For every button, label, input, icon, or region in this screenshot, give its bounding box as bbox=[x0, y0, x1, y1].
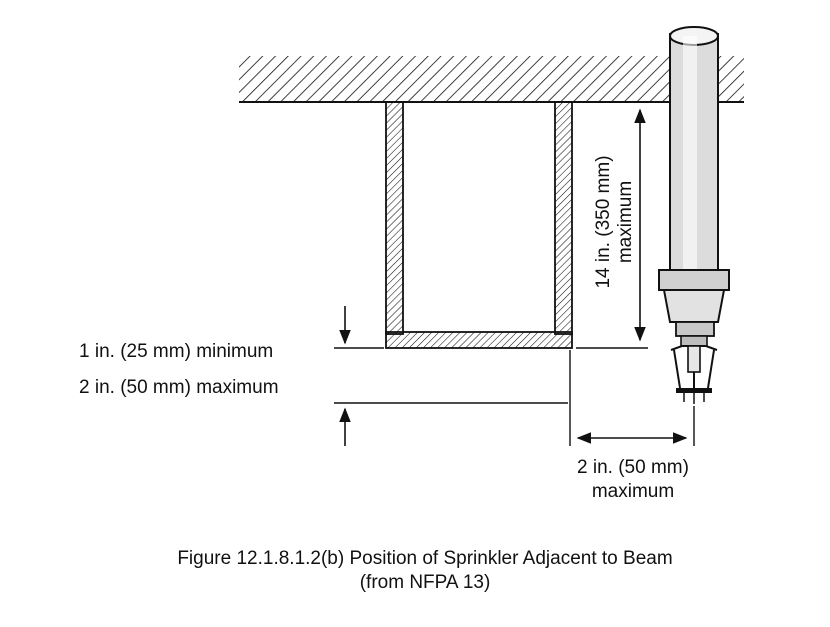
dimension-horizontal bbox=[569, 350, 695, 446]
ceiling bbox=[239, 56, 744, 103]
sprinkler-fitting bbox=[658, 269, 730, 337]
sprinkler-head-icon bbox=[670, 335, 718, 404]
beam-depth-label-top: 14 in. (350 mm) bbox=[593, 155, 614, 288]
horizontal-label-top: 2 in. (50 mm) bbox=[577, 457, 689, 478]
sprinkler-pipe bbox=[669, 26, 719, 273]
dimension-beam-depth bbox=[576, 101, 648, 349]
beam-depth-label-bottom: maximum bbox=[615, 181, 636, 263]
deflector-min-label: 1 in. (25 mm) minimum bbox=[79, 341, 273, 362]
figure-caption-line1: Figure 12.1.8.1.2(b) Position of Sprinkl… bbox=[177, 548, 672, 569]
beam bbox=[385, 101, 573, 349]
deflector-max-label: 2 in. (50 mm) maximum bbox=[79, 377, 279, 398]
dimension-deflector bbox=[334, 306, 568, 446]
figure-caption-line2: (from NFPA 13) bbox=[360, 572, 491, 593]
horizontal-label-bottom: maximum bbox=[592, 481, 674, 502]
